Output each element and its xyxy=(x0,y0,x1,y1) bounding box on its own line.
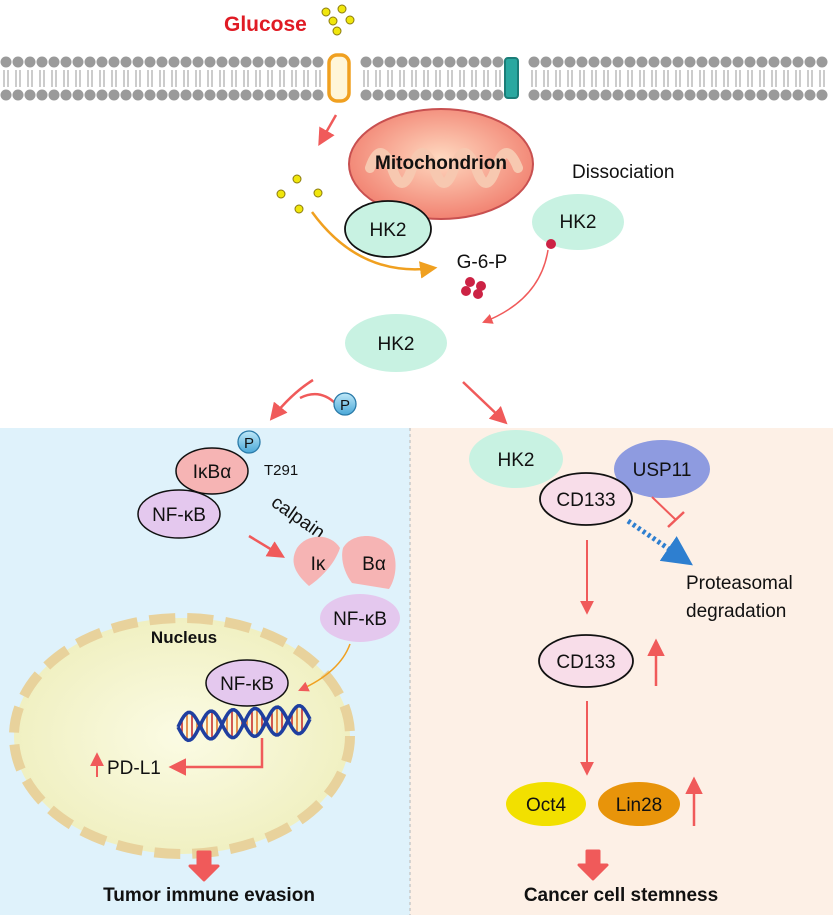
hk2-free xyxy=(345,314,447,372)
hk2-dissociated-label: HK2 xyxy=(560,212,597,233)
g6p-label: G-6-P xyxy=(457,252,508,273)
glucose-transporter xyxy=(327,53,351,103)
t291-label: T291 xyxy=(264,462,298,479)
cd133-label: CD133 xyxy=(556,652,615,673)
nfkb-complex-label: NF-κB xyxy=(152,505,206,526)
tumor-evasion-arrow xyxy=(188,850,220,882)
nfkb-free-label: NF-κB xyxy=(333,609,387,630)
ba-label: Bα xyxy=(362,554,386,575)
hk2-free-label: HK2 xyxy=(378,334,415,355)
usp11 xyxy=(614,440,710,498)
oct4 xyxy=(506,782,586,826)
g6p-dots xyxy=(461,277,486,299)
arrow-dissociation xyxy=(482,249,549,324)
phosphate-donor-arc xyxy=(299,392,337,405)
ik-label: Iκ xyxy=(311,554,326,575)
arrow-to-left-branch xyxy=(269,378,314,421)
arrow-pdl1-expression xyxy=(168,738,264,776)
mitochondrion-label: Mitochondrion xyxy=(375,153,507,174)
cell-membrane xyxy=(0,56,828,101)
lin28 xyxy=(598,782,680,826)
hk2-bound-label: HK2 xyxy=(370,220,407,241)
ik-fragment xyxy=(293,536,340,586)
lin28-label: Lin28 xyxy=(616,795,663,816)
ikba-phosphate-icon xyxy=(237,430,261,454)
arrow-to-right-branch xyxy=(462,381,508,425)
phosphate-label: P xyxy=(340,397,350,414)
tumor-evasion-label: Tumor immune evasion xyxy=(103,885,315,906)
hk2-bound xyxy=(344,200,432,258)
stemness-label: Cancer cell stemness xyxy=(524,885,718,906)
dissociation-label: Dissociation xyxy=(572,162,674,183)
nfkb-nuclear xyxy=(205,659,289,707)
hk2-right xyxy=(469,430,563,488)
membrane-channel xyxy=(504,57,519,99)
proteasomal-label-line2: degradation xyxy=(686,601,786,622)
arrow-calpain-cleavage xyxy=(248,534,285,558)
phosphate-icon xyxy=(333,392,357,416)
inhibition-bar xyxy=(667,511,685,528)
ba-fragment xyxy=(342,536,396,589)
ikba xyxy=(175,447,249,495)
ikba-phosphate-label: P xyxy=(244,435,254,452)
proteasomal-label-line1: Proteasomal xyxy=(686,573,793,594)
arrow-phosphorylation xyxy=(310,211,438,279)
nfkb-complex xyxy=(137,489,221,539)
pdl1-label: PD-L1 xyxy=(107,758,161,779)
cd133 xyxy=(538,634,634,688)
dna-helix xyxy=(176,704,312,743)
ikba-label: IκBα xyxy=(193,462,231,483)
g6p-bound-dot xyxy=(546,239,556,249)
glucose-dots xyxy=(321,4,355,36)
usp11-label: USP11 xyxy=(633,460,692,481)
inhibition-line xyxy=(651,496,677,521)
nfkb-free xyxy=(320,594,400,642)
hk2-dissociated xyxy=(532,194,624,250)
nfkb-nuclear-label: NF-κB xyxy=(220,674,274,695)
proteasomal-arrow xyxy=(626,518,693,566)
arrow-glucose-entry xyxy=(318,114,338,147)
mitochondrion xyxy=(348,108,534,220)
cd133-complex xyxy=(539,472,633,526)
glucose-label: Glucose xyxy=(224,13,307,36)
nucleus-label: Nucleus xyxy=(151,628,217,647)
stemness-arrow xyxy=(577,849,609,881)
oct4-label: Oct4 xyxy=(526,795,567,816)
cd133-complex-label: CD133 xyxy=(556,490,615,511)
glucose-dots-cytosol xyxy=(276,174,323,214)
arrow-nfkb-translocation xyxy=(298,643,351,692)
hk2-right-label: HK2 xyxy=(498,450,535,471)
